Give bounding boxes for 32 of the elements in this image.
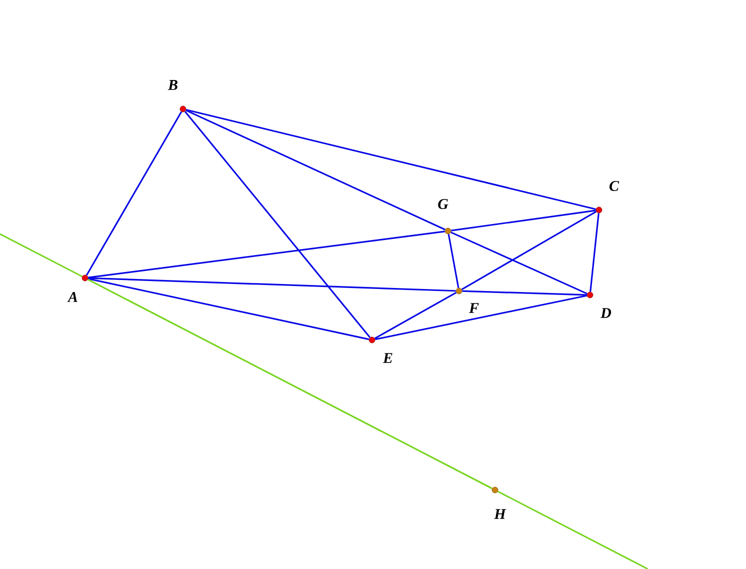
node-label: H (494, 509, 506, 519)
line (87, 278, 493, 490)
line (88, 278, 370, 340)
line (461, 210, 597, 290)
node-label: E (382, 353, 392, 363)
line (448, 234, 460, 288)
point: F (456, 288, 479, 313)
point: H (492, 486, 506, 519)
line (186, 108, 596, 210)
line (590, 213, 600, 292)
node-label: G (438, 198, 448, 210)
line (374, 292, 457, 340)
point: A (67, 274, 88, 302)
node-label: A (67, 292, 78, 302)
line (462, 290, 587, 296)
line (374, 294, 588, 340)
line (186, 110, 446, 230)
line (86, 111, 182, 276)
point: E (368, 336, 392, 363)
point: D (586, 292, 612, 318)
point: G (438, 198, 452, 234)
node-label: C (610, 180, 620, 192)
node-label: B (168, 80, 178, 90)
node-label: D (600, 308, 612, 318)
line (184, 110, 371, 338)
line (451, 210, 596, 232)
line (88, 277, 456, 292)
line (88, 230, 445, 278)
node-label: F (468, 303, 479, 313)
point: C (596, 180, 620, 214)
line (450, 232, 588, 294)
point: B (168, 80, 186, 112)
